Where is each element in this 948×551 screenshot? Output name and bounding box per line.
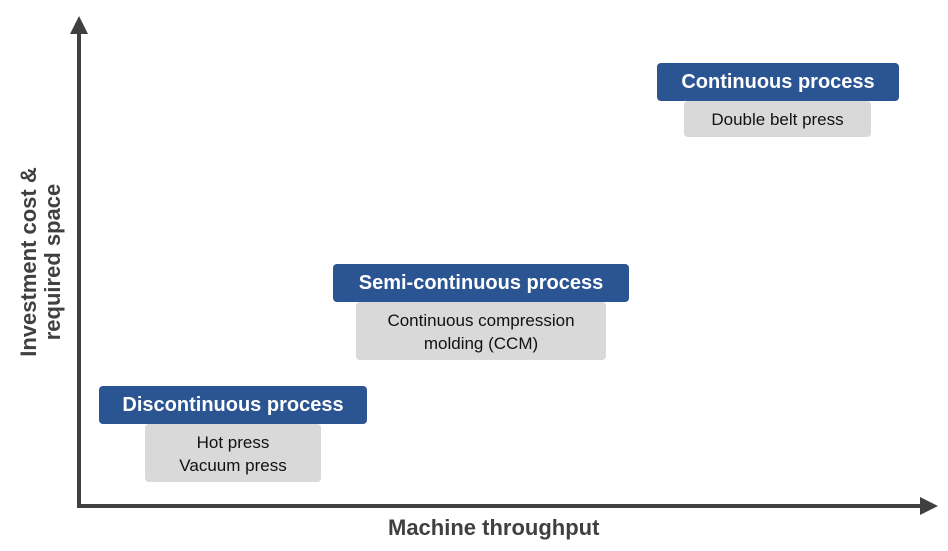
y-axis-label-line-1: Investment cost & <box>16 167 41 357</box>
continuous-process-title: Continuous process <box>681 70 875 93</box>
x-axis-label: Machine throughput <box>388 515 600 540</box>
x-axis-arrowhead <box>920 497 938 515</box>
discontinuous-process-header: Discontinuous process <box>99 386 367 424</box>
process-item-ccm-line-1: Continuous compression <box>387 311 575 330</box>
continuous-process-items: Double belt press <box>684 101 871 137</box>
y-axis-label: Investment cost & required space <box>16 167 65 357</box>
process-item-hot-press: Hot press <box>196 433 270 452</box>
process-item-ccm-line-2: molding (CCM) <box>423 334 539 353</box>
continuous-process-header: Continuous process <box>657 63 899 101</box>
y-axis-arrowhead <box>70 16 88 34</box>
process-item-vacuum-press: Vacuum press <box>179 456 287 475</box>
semi-continuous-process-header: Semi-continuous process <box>333 264 629 302</box>
discontinuous-process-items: Hot press Vacuum press <box>145 424 321 482</box>
discontinuous-process-title: Discontinuous process <box>122 393 344 416</box>
y-axis-label-line-2: required space <box>40 183 65 341</box>
process-item-double-belt-press: Double belt press <box>711 109 844 129</box>
semi-continuous-process-items: Continuous compression molding (CCM) <box>356 302 606 360</box>
semi-continuous-process-title: Semi-continuous process <box>358 271 604 294</box>
